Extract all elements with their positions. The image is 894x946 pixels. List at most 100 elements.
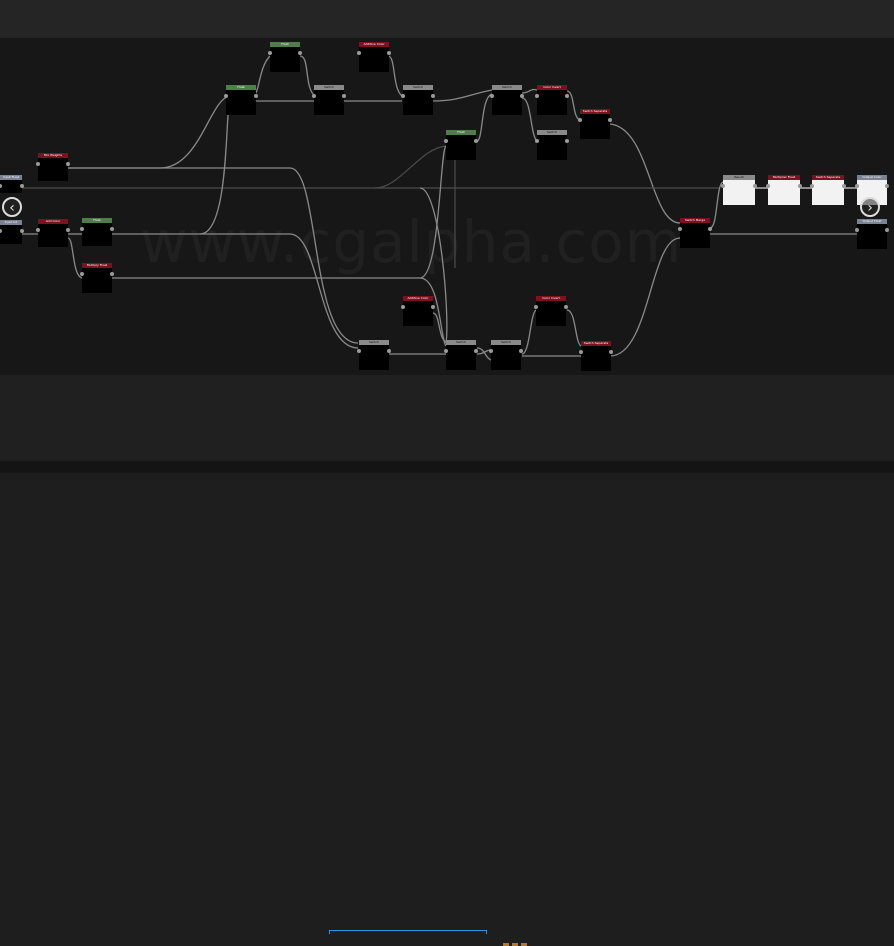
wire — [609, 123, 681, 224]
node-header: Add Color — [38, 219, 68, 224]
output-port[interactable] — [20, 184, 24, 188]
input-port[interactable] — [0, 229, 2, 233]
node-body — [492, 90, 522, 115]
node-red-merge[interactable]: Switch Merge — [678, 218, 712, 248]
input-port[interactable] — [766, 184, 770, 188]
input-port[interactable] — [535, 94, 539, 98]
input-port[interactable] — [80, 272, 84, 276]
output-port[interactable] — [342, 94, 346, 98]
node-red-bottom-left[interactable]: Additive Color — [401, 296, 435, 326]
output-port[interactable] — [387, 349, 391, 353]
node-gray-f[interactable]: Switch — [444, 340, 478, 370]
output-port[interactable] — [474, 349, 478, 353]
wire — [521, 97, 539, 143]
output-port[interactable] — [565, 94, 569, 98]
output-port[interactable] — [66, 162, 70, 166]
node-gray-c[interactable]: Switch — [490, 85, 524, 115]
node-red-top[interactable]: Additive Color — [357, 42, 391, 72]
input-port[interactable] — [535, 139, 539, 143]
input-port[interactable] — [80, 227, 84, 231]
wire — [68, 95, 231, 169]
input-port[interactable] — [36, 162, 40, 166]
output-port[interactable] — [608, 118, 612, 122]
node-left-input-a[interactable]: Input Float — [0, 175, 24, 193]
node-red-g[interactable]: Color Invert — [534, 296, 568, 326]
node-header: Float — [270, 42, 300, 47]
input-port[interactable] — [444, 349, 448, 353]
output-port[interactable] — [565, 139, 569, 143]
node-right-output-b[interactable]: Output Float — [855, 219, 889, 249]
node-gray-b[interactable]: Switch — [401, 85, 435, 115]
input-port[interactable] — [810, 184, 814, 188]
node-header: Output Color — [857, 175, 887, 180]
node-multiply[interactable]: Multiply Float — [80, 263, 114, 293]
node-left-input-b[interactable]: Input Int — [0, 220, 24, 244]
node-header: Multiplier Float — [768, 175, 800, 180]
input-port[interactable] — [0, 184, 2, 188]
output-port[interactable] — [520, 94, 524, 98]
output-port[interactable] — [431, 305, 435, 309]
output-port[interactable] — [842, 184, 846, 188]
previous-arrow-icon[interactable]: ‹ — [2, 197, 22, 217]
node-white-1[interactable]: Result — [721, 175, 757, 205]
node-green-mid[interactable]: Float — [224, 85, 258, 115]
next-arrow-icon[interactable]: › — [860, 197, 880, 217]
node-red-f[interactable]: Switch Separate — [810, 175, 846, 205]
output-port[interactable] — [387, 51, 391, 55]
node-gray-a[interactable]: Switch — [312, 85, 346, 115]
node-green-top[interactable]: Float — [268, 42, 302, 72]
node-mix[interactable]: Mix Weights — [36, 153, 70, 181]
active-tab[interactable] — [329, 930, 487, 934]
input-port[interactable] — [534, 305, 538, 309]
input-port[interactable] — [268, 51, 272, 55]
input-port[interactable] — [401, 305, 405, 309]
node-header: Color Invert — [537, 85, 567, 90]
output-port[interactable] — [753, 184, 757, 188]
input-port[interactable] — [721, 184, 725, 188]
input-port[interactable] — [678, 227, 682, 231]
node-body — [537, 135, 567, 160]
input-port[interactable] — [579, 350, 583, 354]
input-port[interactable] — [855, 184, 859, 188]
bottom-tab-bar — [0, 461, 894, 946]
output-port[interactable] — [20, 229, 24, 233]
node-gray-d[interactable]: Switch — [535, 130, 569, 160]
output-port[interactable] — [519, 349, 523, 353]
input-port[interactable] — [224, 94, 228, 98]
output-port[interactable] — [564, 305, 568, 309]
input-port[interactable] — [36, 228, 40, 232]
output-port[interactable] — [254, 94, 258, 98]
output-port[interactable] — [66, 228, 70, 232]
input-port[interactable] — [357, 51, 361, 55]
input-port[interactable] — [401, 94, 405, 98]
node-green-lower[interactable]: Float — [80, 218, 114, 246]
output-port[interactable] — [708, 227, 712, 231]
input-port[interactable] — [490, 94, 494, 98]
node-red-c[interactable]: Color Invert — [535, 85, 569, 115]
output-port[interactable] — [798, 184, 802, 188]
node-graph-canvas[interactable]: www.cgalpha.com — [0, 38, 894, 375]
node-green-center[interactable]: Float — [444, 130, 478, 160]
output-port[interactable] — [474, 139, 478, 143]
output-port[interactable] — [298, 51, 302, 55]
input-port[interactable] — [578, 118, 582, 122]
node-red-h[interactable]: Switch Separate — [579, 341, 613, 371]
input-port[interactable] — [489, 349, 493, 353]
input-port[interactable] — [312, 94, 316, 98]
node-red-d[interactable]: Switch Separate — [578, 109, 612, 139]
input-port[interactable] — [855, 228, 859, 232]
node-add[interactable]: Add Color — [36, 219, 70, 247]
output-port[interactable] — [885, 184, 889, 188]
node-red-e[interactable]: Multiplier Float — [766, 175, 802, 205]
node-gray-g[interactable]: Switch — [489, 340, 523, 370]
output-port[interactable] — [110, 272, 114, 276]
output-port[interactable] — [110, 227, 114, 231]
node-header: Additive Color — [403, 296, 433, 301]
output-port[interactable] — [885, 228, 889, 232]
input-port[interactable] — [444, 139, 448, 143]
input-port[interactable] — [357, 349, 361, 353]
output-port[interactable] — [431, 94, 435, 98]
output-port[interactable] — [609, 350, 613, 354]
node-header: Switch — [403, 85, 433, 90]
node-gray-e[interactable]: Switch — [357, 340, 391, 370]
